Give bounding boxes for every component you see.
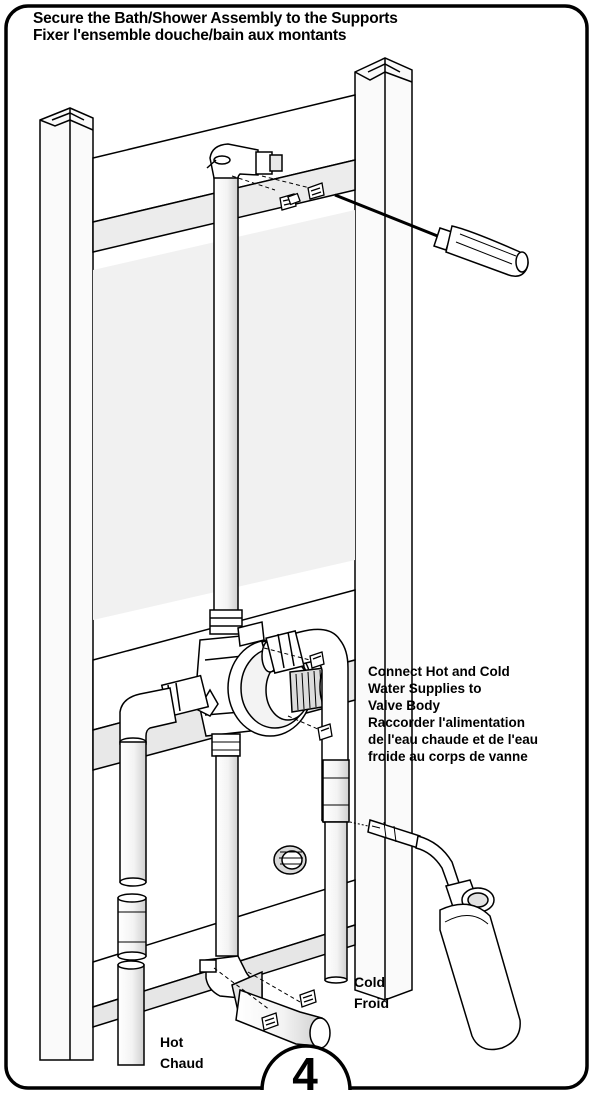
bottom-mount-guide	[213, 967, 301, 1011]
top-elbow	[206, 143, 283, 179]
screw-icon-top-1	[279, 192, 301, 211]
bottom-elbow	[199, 955, 331, 1049]
screw-icon-bottom-2	[299, 989, 317, 1008]
right-stud	[354, 57, 413, 1001]
valve-mount-guide	[263, 647, 321, 731]
hot-label-french: Chaud	[160, 1055, 204, 1071]
cold-supply-pipe	[322, 759, 350, 984]
page-title: Secure the Bath/Shower Assembly to the S…	[33, 10, 398, 44]
riser-pipe	[213, 169, 239, 631]
hot-label: Hot Chaud	[160, 1032, 204, 1074]
hot-supply-pipe	[117, 960, 145, 1066]
torch-icon	[349, 819, 521, 1051]
step-badge-ring	[260, 1044, 352, 1091]
top-mount-guide	[231, 175, 311, 191]
hot-label-english: Hot	[160, 1034, 184, 1050]
supply-instruction: Connect Hot and Cold Water Supplies to V…	[368, 663, 538, 765]
instruction-line: Valve Body	[368, 698, 441, 713]
spout-pipe	[211, 733, 241, 957]
screw-icon-valve-2	[317, 723, 333, 741]
screw-icon-bottom-1	[261, 1012, 279, 1031]
screw-icon-top-2	[307, 182, 325, 200]
screwdriver-icon	[334, 193, 529, 277]
left-stud	[39, 107, 94, 1061]
cold-label-french: Froid	[354, 995, 389, 1011]
instruction-line: froide au corps de vanne	[368, 749, 528, 764]
cold-label: Cold Froid	[354, 972, 389, 1014]
instruction-line: Raccorder l'alimentation	[368, 715, 526, 730]
threaded-outlet-icon	[273, 845, 307, 875]
cold-label-english: Cold	[354, 974, 386, 990]
title-line-french: Fixer l'ensemble douche/bain aux montant…	[33, 27, 347, 44]
screw-icon-valve-1	[309, 651, 325, 669]
step-number: 4	[292, 1048, 318, 1100]
instruction-line: Connect Hot and Cold	[368, 664, 510, 679]
instruction-line: de l'eau chaude et de l'eau	[368, 732, 538, 747]
coupling-icon	[117, 893, 147, 961]
title-line-english: Secure the Bath/Shower Assembly to the S…	[33, 10, 398, 27]
instruction-line: Water Supplies to	[368, 681, 482, 696]
hot-inlet-pipe	[119, 674, 210, 887]
